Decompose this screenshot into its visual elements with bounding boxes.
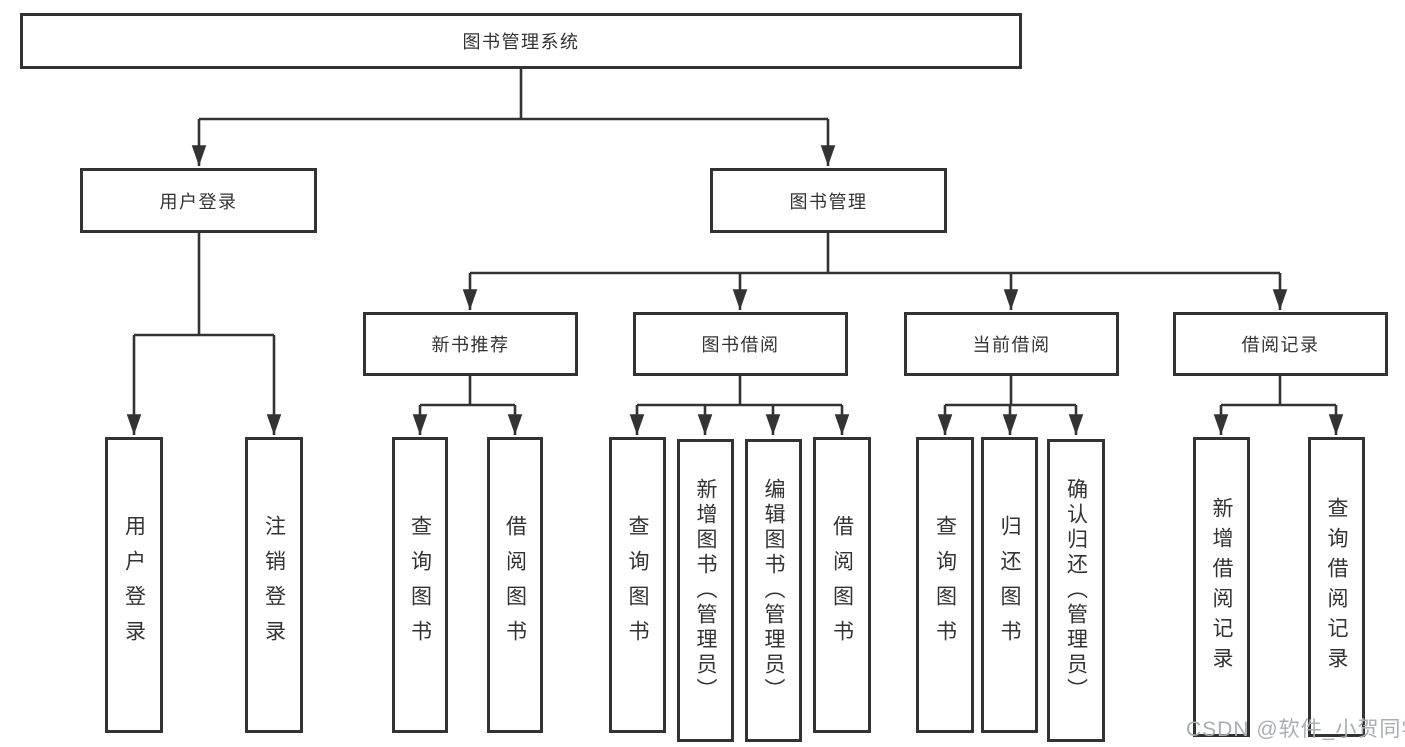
node-label: 用户登录	[159, 191, 238, 212]
leaf-query-borrow-record: 查询借阅记录	[1308, 437, 1365, 737]
leaf-return-book: 归还图书	[981, 437, 1038, 733]
leaf-edit-book-admin: 编辑图书（管理员）	[745, 439, 802, 742]
node-current-borrow: 当前借阅	[904, 312, 1119, 376]
connector-arrows	[126, 119, 1344, 435]
leaf-query-books-borrow: 查询图书	[609, 437, 666, 733]
leaf-label: 确认归还（管理员）	[1064, 478, 1088, 703]
node-book-management: 图书管理	[710, 168, 947, 233]
leaf-label: 借阅图书	[503, 515, 527, 655]
leaf-logout: 注销登录	[245, 437, 303, 733]
leaf-user-login: 用户登录	[105, 437, 163, 733]
node-label: 图书管理系统	[462, 32, 580, 52]
leaf-query-books-current: 查询图书	[916, 437, 974, 733]
node-label: 当前借阅	[972, 335, 1051, 355]
leaf-label: 新增借阅记录	[1210, 497, 1233, 677]
leaf-confirm-return-admin: 确认归还（管理员）	[1047, 439, 1105, 742]
node-book-borrow: 图书借阅	[633, 312, 848, 376]
leaf-add-borrow-record: 新增借阅记录	[1193, 437, 1250, 737]
leaf-label: 查询借阅记录	[1325, 497, 1348, 677]
node-library-system: 图书管理系统	[20, 13, 1022, 69]
node-new-book-recommend: 新书推荐	[363, 312, 578, 376]
node-label: 图书借阅	[701, 335, 780, 355]
node-label: 新书推荐	[431, 335, 510, 355]
node-label: 借阅记录	[1241, 335, 1320, 355]
leaf-borrow-books: 借阅图书	[813, 437, 871, 733]
leaf-label: 归还图书	[998, 515, 1021, 655]
leaf-label: 注销登录	[262, 515, 286, 655]
leaf-label: 借阅图书	[830, 515, 854, 655]
node-label: 图书管理	[789, 191, 868, 212]
leaf-label: 查询图书	[933, 515, 957, 655]
leaf-add-book-admin: 新增图书（管理员）	[677, 439, 734, 742]
leaf-label: 查询图书	[408, 515, 432, 655]
node-borrow-records: 借阅记录	[1173, 312, 1388, 376]
watermark-text: CSDN @软件_小贺同学	[1186, 718, 1405, 741]
node-user-login: 用户登录	[80, 168, 317, 233]
leaf-label: 新增图书（管理员）	[694, 478, 717, 703]
leaf-borrow-books-recommend: 借阅图书	[487, 437, 543, 733]
leaf-label: 用户登录	[122, 515, 146, 655]
leaf-label: 编辑图书（管理员）	[762, 478, 785, 703]
leaf-label: 查询图书	[626, 515, 649, 655]
leaf-query-books-recommend: 查询图书	[392, 437, 448, 733]
